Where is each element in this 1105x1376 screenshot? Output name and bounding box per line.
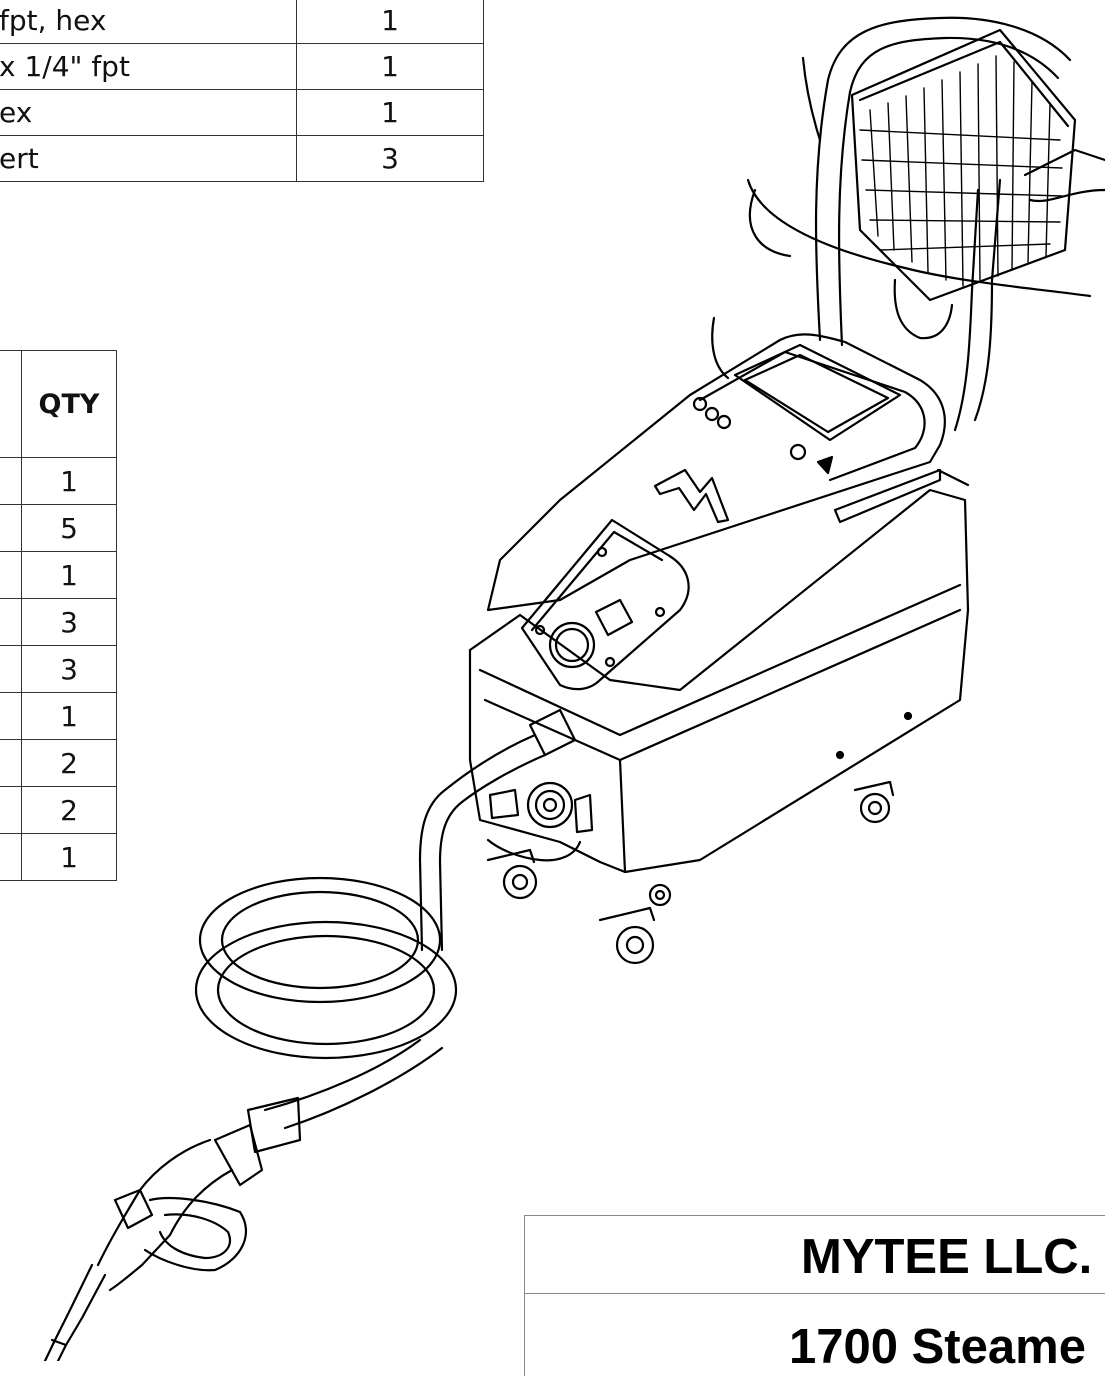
bom-table-left: QTY 1 5 1 3 3 1 2 2 1	[0, 350, 117, 881]
part-quantity: 2	[21, 786, 117, 834]
title-block-company-row: MYTEE LLC.	[525, 1216, 1105, 1294]
product-name: 1700 Steame	[789, 1320, 1086, 1374]
part-description: fpt, hex	[0, 0, 297, 44]
table-row: 1	[0, 551, 117, 599]
bom-table-top: fpt, hex 1 x 1/4" fpt 1 ex 1 ert 3	[0, 0, 484, 182]
steamer-main-body	[468, 468, 970, 874]
part-quantity: 1	[21, 551, 117, 599]
part-quantity: 3	[21, 645, 117, 693]
table-header-row: QTY	[0, 350, 117, 458]
casters	[486, 780, 895, 965]
part-quantity: 3	[21, 598, 117, 646]
table-row: 5	[0, 504, 117, 552]
part-quantity: 1	[296, 89, 484, 136]
front-fittings	[486, 708, 594, 862]
spray-gun	[43, 1096, 302, 1361]
steamer-top-housing	[486, 333, 946, 612]
company-name: MYTEE LLC.	[801, 1230, 1093, 1284]
part-description: x 1/4" fpt	[0, 43, 297, 90]
part-quantity: 2	[21, 739, 117, 787]
table-row: 3	[0, 645, 117, 693]
steam-hose	[194, 733, 547, 1130]
table-row: 3	[0, 598, 117, 646]
part-quantity: 1	[21, 833, 117, 881]
part-quantity: 1	[296, 0, 484, 44]
control-panel	[520, 518, 690, 691]
part-quantity: 5	[21, 504, 117, 552]
wire-basket	[850, 28, 1105, 302]
table-row: 2	[0, 739, 117, 787]
table-row: 2	[0, 786, 117, 834]
table-row: 1	[0, 833, 117, 881]
qty-header: QTY	[21, 350, 117, 458]
table-row: ert 3	[0, 135, 484, 182]
table-row: fpt, hex 1	[0, 0, 484, 44]
part-quantity: 3	[296, 135, 484, 182]
table-row: x 1/4" fpt 1	[0, 43, 484, 90]
title-block: MYTEE LLC. 1700 Steame	[524, 1215, 1105, 1376]
